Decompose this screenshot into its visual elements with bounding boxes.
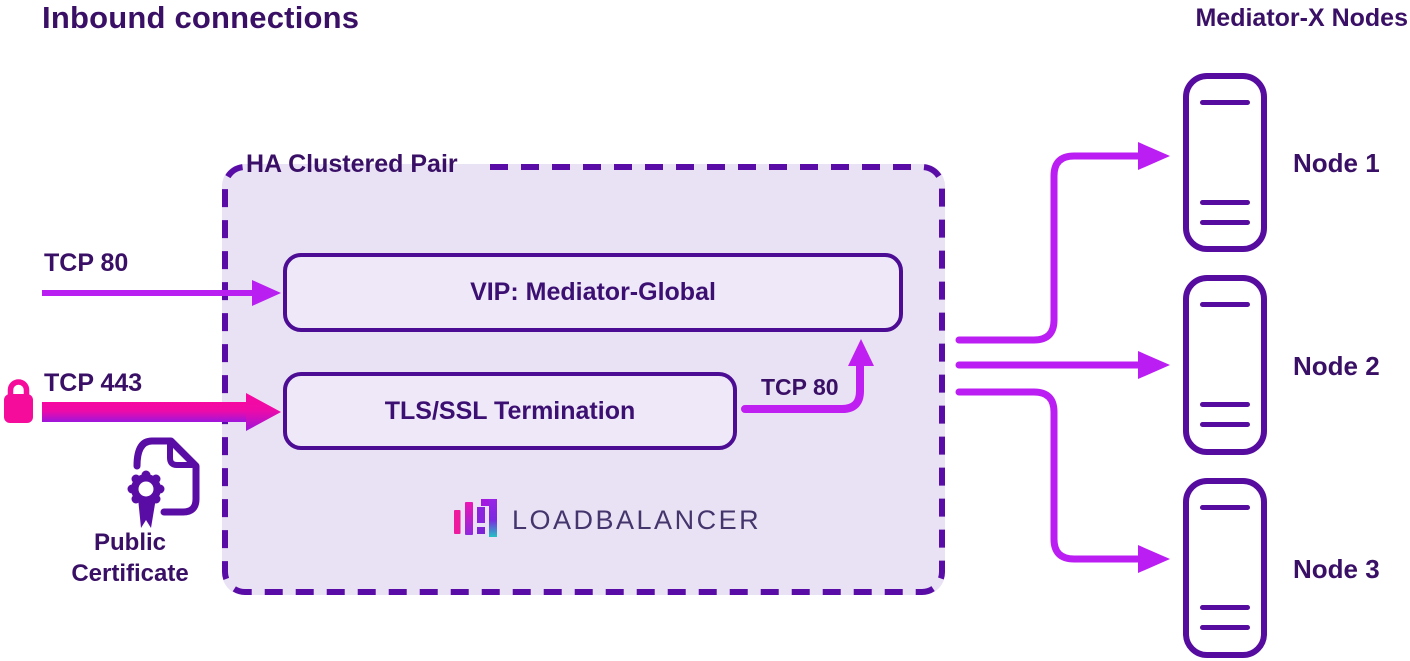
nodes-heading: Mediator-X Nodes <box>1195 4 1408 32</box>
server-slot-line <box>1200 422 1250 427</box>
tls-box-label: TLS/SSL Termination <box>384 396 636 425</box>
node-arrowheads <box>1138 142 1170 573</box>
lock-icon <box>4 379 33 423</box>
tcp443-inbound-arrow <box>42 393 281 431</box>
internal-tcp80-arrow <box>741 339 874 413</box>
tls-termination-box: TLS/SSL Termination <box>283 372 737 450</box>
server-slot-line <box>1200 402 1250 407</box>
node-1-label: Node 1 <box>1293 148 1380 178</box>
server-slot-line <box>1200 605 1250 610</box>
node-2-label: Node 2 <box>1293 351 1380 381</box>
vip-box: VIP: Mediator-Global <box>283 253 903 332</box>
tcp80-inbound-arrow <box>42 280 281 306</box>
arrow-to-node-3 <box>955 388 1144 563</box>
certificate-icon <box>127 437 200 528</box>
tcp80-inbound-label: TCP 80 <box>44 249 129 277</box>
tcp443-inbound-label: TCP 443 <box>44 369 143 397</box>
public-certificate-label-line1: Public <box>93 529 166 556</box>
public-certificate-label: Public Certificate <box>60 527 200 589</box>
public-certificate-label-line2: Certificate <box>71 560 189 587</box>
node-1-server <box>1183 73 1267 252</box>
node-3-label: Node 3 <box>1293 554 1380 584</box>
page-title: Inbound connections <box>42 0 360 35</box>
server-slot-line <box>1200 302 1250 307</box>
loadbalancer-bars-icon <box>454 499 497 537</box>
vip-box-label: VIP: Mediator-Global <box>470 278 716 306</box>
server-slot-line <box>1200 100 1250 105</box>
node-2-server <box>1183 275 1267 455</box>
loadbalancer-wordmark: LOADBALANCER <box>512 505 762 535</box>
server-slot-line <box>1200 200 1250 205</box>
server-slot-line <box>1200 625 1250 630</box>
node-3-server <box>1183 478 1267 658</box>
server-slot-line <box>1200 505 1250 510</box>
arrow-to-node-1 <box>955 152 1144 344</box>
server-slot-line <box>1200 220 1250 225</box>
ha-cluster-label: HA Clustered Pair <box>246 150 458 178</box>
internal-tcp80-label: TCP 80 <box>761 374 839 400</box>
cluster-to-nodes-arrows <box>955 152 1144 563</box>
